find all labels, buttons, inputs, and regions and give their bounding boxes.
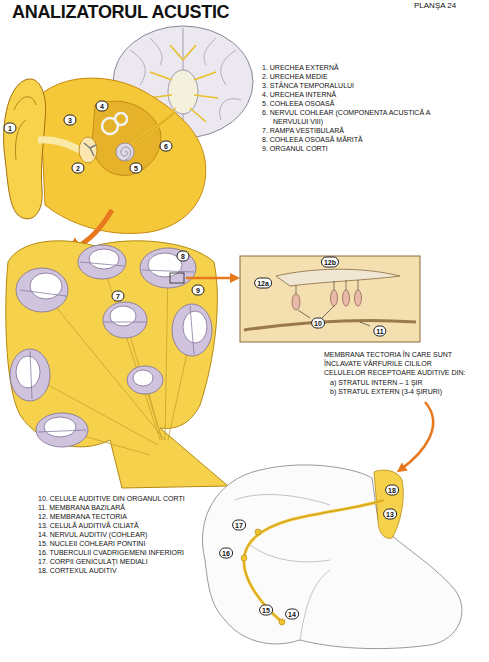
callout-number: 15 (259, 605, 273, 616)
ear-section (4, 78, 206, 233)
legend-item: 5. COHLEEA OSOASĂ (262, 99, 447, 108)
text-column: MEMBRANA TECTORIA ÎN CARE SUNT ÎNCLAVATE… (324, 350, 474, 396)
legend-item: 10. CELULE AUDITIVE DIN ORGANUL CORTI (38, 494, 190, 503)
callout-number: 7 (112, 291, 125, 302)
callout-number: 4 (96, 101, 109, 112)
text-column: 10. CELULE AUDITIVE DIN ORGANUL CORTI11.… (38, 494, 190, 575)
legend-item: 7. RAMPA VESTIBULARĂ (262, 126, 447, 135)
corti-inset (240, 256, 420, 342)
callout-number: 9 (192, 285, 205, 296)
callout-number: 17 (232, 520, 246, 531)
callout-number: 5 (130, 163, 143, 174)
auditory-pathway (202, 465, 461, 649)
callout-number: 18 (385, 485, 399, 496)
callout-number: 2 (72, 163, 85, 174)
legend-item: 11. MEMBRANA BAZILARĂ (38, 503, 190, 512)
zoom-arrow (400, 402, 433, 470)
callout-number: 16 (219, 548, 233, 559)
zoom-arrow (186, 277, 236, 280)
legend-item: 17. CORPII GENICULAŢI MEDIALI (38, 557, 190, 566)
note-text: a) STRATUL INTERN – 1 ŞIR (324, 378, 474, 387)
legend-item: 2. URECHEA MEDIE (262, 72, 447, 81)
callout-number: 14 (285, 609, 299, 620)
legend-item: 8. COHLEEA OSOASĂ MĂRITĂ (262, 135, 447, 144)
text-column: 1. URECHEA EXTERNĂ2. URECHEA MEDIE3. STÂ… (262, 63, 447, 153)
legend-item: 9. ORGANUL CORTI (262, 144, 447, 153)
legend-item: 15. NUCLEII COHLEARI PONTINI (38, 539, 190, 548)
callout-number: 10 (311, 318, 325, 329)
legend-item: 16. TUBERCULII CVADRIGEMENI INFERIORI (38, 548, 190, 557)
callout-number: 11 (373, 326, 386, 337)
callout-number: 8 (177, 251, 190, 262)
callout-number: 12b (321, 257, 339, 268)
callout-number: 12a (254, 278, 272, 289)
legend-item: 18. CORTEXUL AUDITIV (38, 566, 190, 575)
legend-item: 13. CELULĂ AUDITIVĂ CILIATĂ (38, 521, 190, 530)
legend-item: 12. MEMBRANA TECTORIA (38, 512, 190, 521)
note-text: b) STRATUL EXTERN (3-4 ŞIRURI) (324, 387, 474, 396)
legend-item: 6. NERVUL COHLEAR (COMPONENTA ACUSTICĂ A… (262, 108, 447, 126)
callout-number: 3 (64, 115, 77, 126)
callout-number: 6 (160, 141, 173, 152)
legend-item: 14. NERVUL AUDITIV (COHLEAR) (38, 530, 190, 539)
callout-number: 13 (383, 509, 397, 520)
plate-number: PLANŞA 24 (414, 1, 456, 10)
note-text: MEMBRANA TECTORIA ÎN CARE SUNT ÎNCLAVATE… (324, 350, 474, 377)
legend-item: 1. URECHEA EXTERNĂ (262, 63, 447, 72)
plate-title: ANALIZATORUL ACUSTIC (12, 2, 229, 22)
legend-item: 4. URECHEA INTERNĂ (262, 90, 447, 99)
callout-number: 1 (4, 123, 17, 134)
legend-item: 3. STÂNCA TEMPORALULUI (262, 81, 447, 90)
